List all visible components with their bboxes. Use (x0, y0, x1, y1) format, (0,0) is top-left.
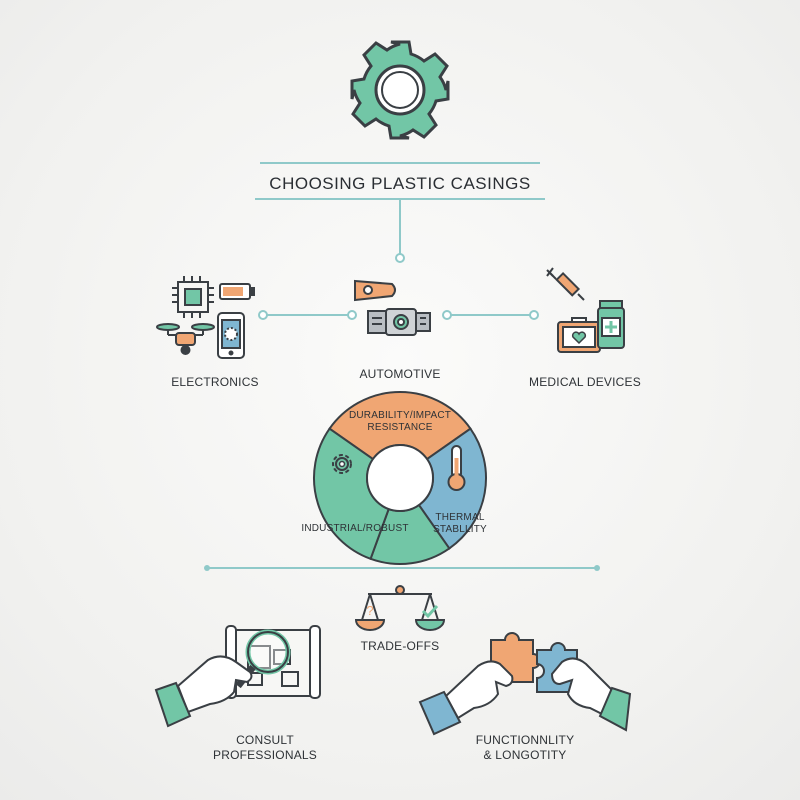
hand-right-icon (550, 657, 632, 732)
functionality-label-line2: & LONGOTITY (483, 748, 567, 762)
consult-label: CONSULT PROFESSIONALS (200, 733, 330, 763)
functionality-label: FUNCTIONNLITY & LONGOTITY (455, 733, 595, 763)
category-label-electronics: ELECTRONICS (171, 375, 259, 389)
thermometer-icon (447, 445, 466, 491)
connector-node (395, 253, 405, 263)
car-part-icon (354, 279, 396, 302)
gear-small-icon (332, 454, 352, 474)
wheel-label-thermal-line2: STABLLITY (433, 524, 487, 535)
engine-icon (367, 308, 431, 336)
chip-icon (172, 276, 214, 318)
hand-left-icon (418, 660, 514, 736)
tradeoffs-label: TRADE-OFFS (360, 639, 440, 653)
category-label-medical: MEDICAL DEVICES (529, 375, 641, 389)
medicine-bottle-icon (597, 300, 625, 349)
diagram-title: CHOOSING PLASTIC CASINGS (269, 174, 531, 193)
medical-icons (546, 267, 625, 353)
connector-node (347, 310, 357, 320)
consult-label-line1: CONSULT (236, 733, 294, 747)
wheel-label-durability-line1: DURABILITY/IMPACT (348, 410, 452, 421)
syringe-icon (546, 267, 585, 301)
balance-scale-icon: ? (354, 585, 446, 631)
category-label-automotive: AUTOMOTIVE (359, 367, 441, 381)
connector-node (529, 310, 539, 320)
wheel-hub (366, 444, 434, 512)
puzzle-illustration (418, 632, 632, 736)
wheel-label-thermal-line1: THERMAL (435, 512, 485, 523)
wheel-label-thermal: THERMAL STABLLITY (425, 512, 495, 536)
functionality-label-line1: FUNCTIONNLITY (475, 733, 575, 747)
wheel-label-industrial: INDUSTRIAL/ROBUST (301, 523, 409, 534)
electronics-icons (156, 276, 255, 359)
question-mark-icon: ? (366, 603, 373, 618)
property-wheel (313, 391, 487, 565)
phone-icon (217, 312, 245, 359)
wheel-label-durability-line2: RESISTANCE (367, 422, 433, 433)
consult-illustration (154, 625, 321, 728)
drone-icon (156, 323, 215, 355)
connector-node (442, 310, 452, 320)
connector-node (258, 310, 268, 320)
hand-icon (154, 655, 253, 728)
wheel-label-durability: DURABILITY/IMPACT RESISTANCE (338, 410, 462, 434)
gear-icon (350, 40, 450, 140)
medical-kit-icon (557, 317, 601, 353)
divider-node (594, 565, 600, 571)
automotive-icons (354, 279, 431, 336)
battery-icon (219, 283, 255, 300)
consult-label-line2: PROFESSIONALS (213, 748, 317, 762)
